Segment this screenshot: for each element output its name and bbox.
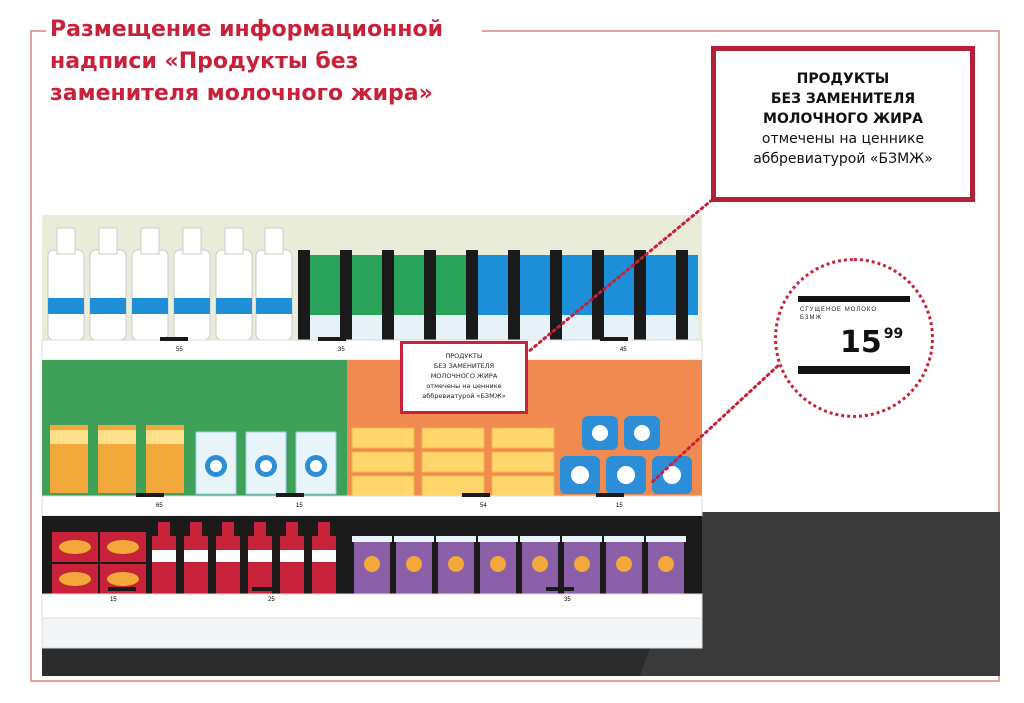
shelf-price: 55 [176, 347, 183, 353]
milk-bottle [173, 227, 211, 341]
shelf-price: 45 [620, 347, 627, 353]
frame-line [30, 30, 46, 32]
big-sign-line: аббревиатурой «БЗМЖ» [753, 151, 933, 167]
shelf-board [41, 593, 703, 619]
floor-shadow [640, 512, 1000, 676]
shelf-price: 15 [616, 503, 623, 509]
price-tag-product-name: СГУЩЕНОЕ МОЛОКО БЗМЖ [800, 306, 877, 322]
small-sign-line: ПРОДУКТЫ [445, 352, 483, 360]
price-tag-zoom [774, 258, 934, 418]
yogurt-jars [50, 425, 184, 493]
big-sign-line: ПРОДУКТЫ [796, 71, 890, 87]
title-line-1: Размещение информационной [50, 17, 443, 42]
small-sign-line: аббревиатурой «БЗМЖ» [422, 392, 506, 400]
big-sign-line: отмечены на ценнике [761, 131, 925, 147]
price-tags [108, 337, 628, 591]
milk-bottle [47, 227, 85, 341]
base-panel [41, 617, 703, 649]
frame-line [30, 30, 32, 682]
cream-cans [195, 431, 337, 495]
shelf-price: 25 [268, 597, 275, 603]
shelf-board [41, 339, 703, 361]
milk-bottles [47, 227, 293, 341]
milk-bottle [131, 227, 169, 341]
tub-lids [352, 536, 686, 542]
price-cents: 99 [883, 326, 904, 342]
condensed-milk-cans [560, 416, 692, 494]
sour-cream-tubs [354, 540, 684, 594]
shelf-info-sign: ПРОДУКТЫ БЕЗ ЗАМЕНИТЕЛЯ МОЛОЧНОГО ЖИРА о… [400, 341, 528, 414]
connector-line [648, 360, 784, 486]
price-tag-bottom-bar [798, 366, 910, 374]
shelf-price: 15 [296, 503, 303, 509]
kefir-bottles [152, 522, 336, 594]
product-name: СГУЩЕНОЕ МОЛОКО [800, 307, 877, 313]
big-sign-line: МОЛОЧНОГО ЖИРА [763, 111, 923, 127]
small-sign-line: МОЛОЧНОГО ЖИРА [430, 372, 498, 380]
frame-line [482, 30, 1000, 32]
price-tag-top-bar [798, 296, 910, 302]
shelf-board [41, 495, 703, 517]
kefir-bottle-labels [152, 550, 336, 562]
shelf-price: 54 [480, 503, 487, 509]
milk-bottle [89, 227, 127, 341]
title-line-2: надписи «Продукты без [50, 49, 359, 74]
shelf-price: 35 [338, 347, 345, 353]
bzmzh-mark: БЗМЖ [800, 315, 823, 321]
shelf-price: 15 [110, 597, 117, 603]
info-sign-zoom: ПРОДУКТЫ БЕЗ ЗАМЕНИТЕЛЯ МОЛОЧНОГО ЖИРА о… [711, 46, 975, 202]
milk-bottle [255, 227, 293, 341]
frame-line [998, 30, 1000, 682]
small-sign-line: БЕЗ ЗАМЕНИТЕЛЯ [433, 362, 495, 370]
frame-line [30, 680, 1000, 682]
shelf-price: 65 [156, 503, 163, 509]
page-title: Размещение информационной надписи «Проду… [50, 14, 520, 110]
shelf-price: 35 [564, 597, 571, 603]
big-sign-line: БЕЗ ЗАМЕНИТЕЛЯ [770, 91, 916, 107]
drink-bottles [298, 250, 698, 342]
title-line-3: заменителя молочного жира» [50, 81, 433, 106]
connector-line [526, 198, 714, 354]
butter-blocks [351, 427, 555, 497]
small-sign-line: отмечены на ценнике [426, 382, 502, 390]
cheese-boxes [52, 532, 146, 594]
price-main: 15 [840, 325, 882, 360]
